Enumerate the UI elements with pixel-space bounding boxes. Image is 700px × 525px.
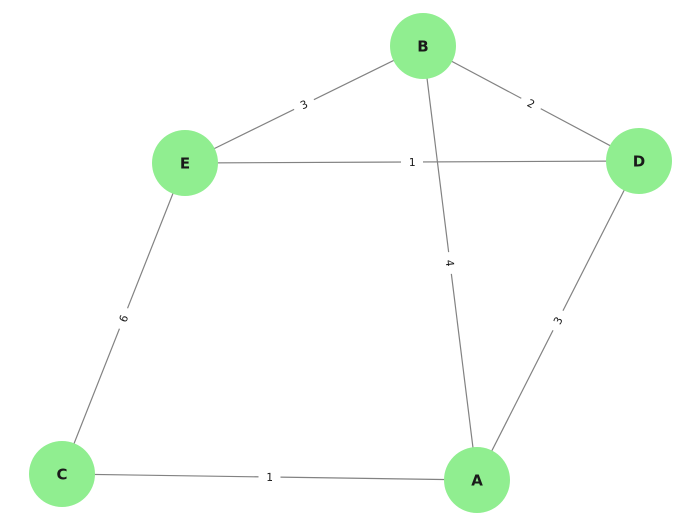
edge-weight-B-E: 3 (298, 98, 310, 113)
edge-label-E-D: 1 (400, 155, 424, 169)
edge-label-background (258, 470, 281, 484)
edge-label-background (518, 93, 544, 114)
node-E[interactable] (152, 130, 218, 196)
edge-weight-B-D: 2 (525, 97, 537, 112)
edge-label-background (547, 307, 569, 334)
edge-label-B-E: 3 (291, 94, 317, 115)
node-label-D: D (633, 152, 645, 170)
node-label-C: C (56, 465, 67, 483)
edge-weight-C-A: 1 (266, 471, 273, 484)
edge-label-background (400, 155, 424, 169)
edge-label-background (442, 251, 458, 275)
edge-label-E-C: 6 (113, 306, 134, 331)
node-B[interactable] (390, 13, 456, 79)
node-label-A: A (471, 471, 483, 489)
node-D[interactable] (606, 128, 672, 194)
node-label-B: B (417, 37, 428, 55)
edge-label-background (291, 94, 317, 115)
edge-label-B-D: 2 (518, 93, 544, 114)
edge-label-B-A: 4 (442, 251, 458, 275)
edge-weight-E-D: 1 (409, 156, 416, 169)
edge-weight-B-A: 4 (443, 259, 457, 268)
edge-label-C-A: 1 (258, 470, 281, 484)
node-C[interactable] (29, 441, 95, 507)
edge-weight-D-A: 3 (551, 315, 566, 327)
node-A[interactable] (444, 447, 510, 513)
node-label-E: E (180, 154, 190, 172)
edge-label-D-A: 3 (547, 307, 569, 334)
edge-weight-E-C: 6 (117, 313, 132, 324)
edge-label-background (113, 306, 134, 331)
